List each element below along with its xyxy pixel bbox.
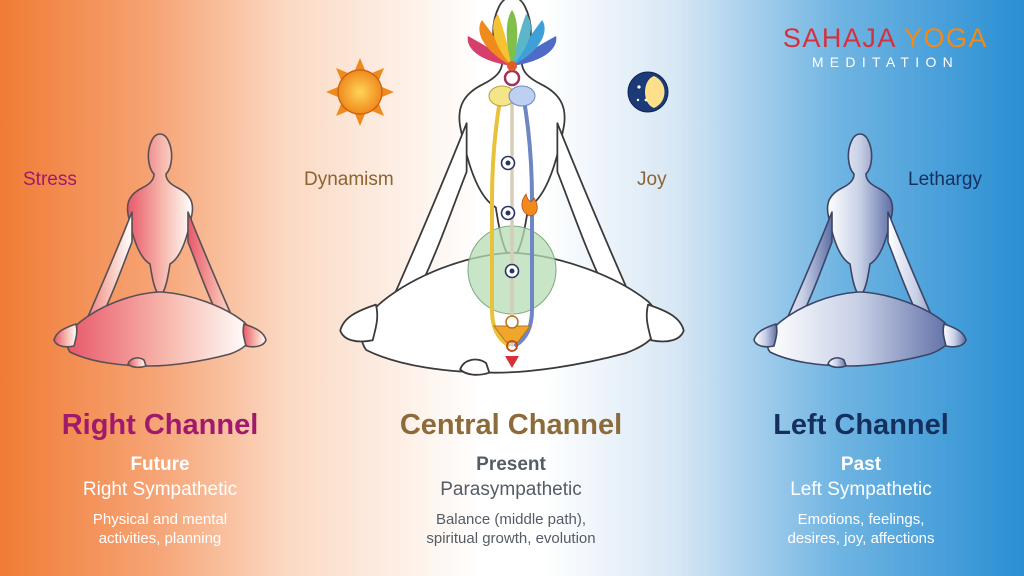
energy-channels xyxy=(490,93,534,347)
sun-icon xyxy=(326,58,394,126)
central-channel-description: Balance (middle path), spiritual growth,… xyxy=(426,511,596,547)
right-channel-title: Right Channel xyxy=(61,409,259,441)
left-channel-column: Left Channel Past Left Sympathetic Emoti… xyxy=(701,406,1021,548)
void-flame-icon xyxy=(521,193,538,217)
right-channel-column: Right Channel Future Right Sympathetic P… xyxy=(0,406,320,548)
logo-word-sahaja: SAHAJA xyxy=(782,23,896,53)
lower-chakras xyxy=(493,315,531,368)
logo-title: SAHAJA YOGA xyxy=(783,24,988,52)
central-channel-system: Parasympathetic xyxy=(440,479,582,500)
dynamism-label: Dynamism xyxy=(304,169,394,190)
left-channel-time: Past xyxy=(840,454,882,475)
logo-word-yoga: YOGA xyxy=(903,23,988,53)
logo-subtitle: MEDITATION xyxy=(811,54,960,70)
central-channel-time: Present xyxy=(476,454,546,475)
moon-icon xyxy=(627,71,669,113)
stress-label: Stress xyxy=(23,169,77,190)
left-channel-system: Left Sympathetic xyxy=(790,479,932,500)
sahaja-yoga-logo: SAHAJA YOGA MEDITATION xyxy=(783,24,988,70)
sahasrara-lotus-icon xyxy=(467,10,557,71)
joy-label: Joy xyxy=(637,169,667,190)
left-channel-title: Left Channel xyxy=(773,409,949,441)
left-channel-description: Emotions, feelings, desires, joy, affect… xyxy=(787,511,935,547)
central-channel-column: Central Channel Present Parasympathetic … xyxy=(351,406,671,548)
right-channel-description: Physical and mental activities, planning xyxy=(92,511,228,547)
right-channel-time: Future xyxy=(130,454,190,475)
lethargy-label: Lethargy xyxy=(908,169,982,190)
central-channel-title: Central Channel xyxy=(399,409,623,441)
right-meditator-figure xyxy=(53,133,267,369)
right-channel-system: Right Sympathetic xyxy=(82,479,238,500)
